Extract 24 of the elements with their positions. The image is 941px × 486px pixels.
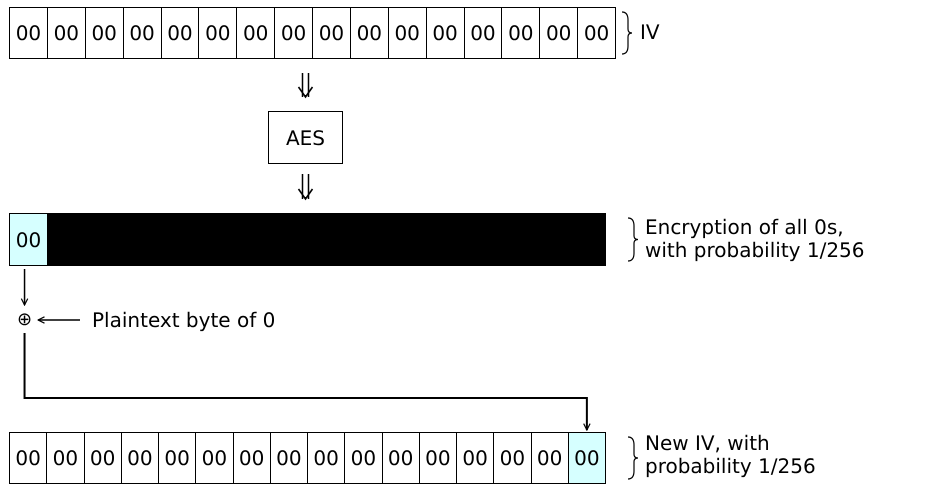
byte-cell: 00 — [568, 433, 605, 483]
arrow — [298, 72, 314, 98]
byte-cell: 00 — [382, 433, 420, 483]
arrow — [38, 316, 80, 324]
byte-cell: 00 — [84, 433, 122, 483]
byte-block — [9, 213, 606, 266]
byte-row — [9, 7, 616, 59]
byte-cell: 00 — [532, 433, 569, 483]
byte-cell: 00 — [124, 8, 162, 58]
byte-cell: 00 — [10, 214, 47, 265]
byte-cell: 00 — [464, 8, 502, 58]
byte-cell: 00 — [234, 433, 271, 483]
byte-row — [9, 432, 606, 484]
arrow — [20, 269, 28, 306]
xor-symbol: ⊕ — [17, 307, 32, 333]
arrow — [24, 333, 591, 431]
annotation-text: New IV, with probability 1/256 — [645, 432, 817, 478]
process-box: AES — [268, 111, 343, 164]
byte-cell: 00 — [426, 8, 464, 58]
annotation-text: Encryption of all 0s, with probability 1/256 — [645, 216, 866, 262]
byte-cell: 00 — [162, 8, 200, 58]
arrow — [298, 173, 314, 200]
note-text: Plaintext byte of 0 — [92, 307, 276, 333]
annotation-text: IV — [640, 21, 661, 44]
